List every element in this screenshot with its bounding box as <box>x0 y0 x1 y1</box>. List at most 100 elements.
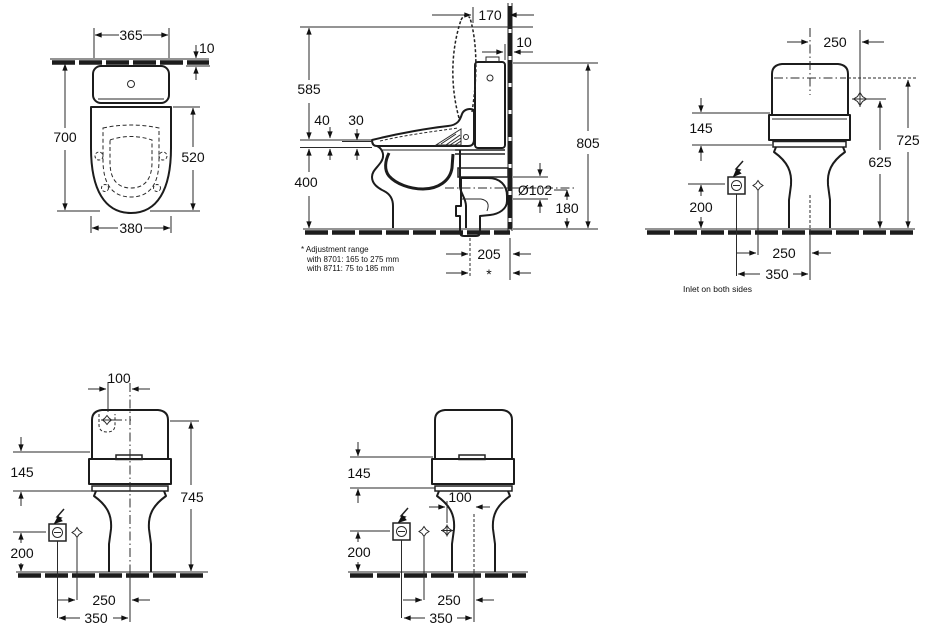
seat-band <box>768 114 851 141</box>
dim-700: 700 <box>53 63 100 212</box>
dim-label-200: 200 <box>10 545 34 561</box>
seat-inner-dashed <box>379 127 459 142</box>
dim-label-10: 10 <box>516 34 532 50</box>
dim-label-250: 250 <box>92 592 116 608</box>
dim-label-40: 40 <box>314 112 330 128</box>
dim-label-400: 400 <box>294 174 318 190</box>
nozzle-marker <box>441 524 453 537</box>
lightning-icon <box>397 507 409 524</box>
dim-250-top: 250 <box>787 30 884 92</box>
dim-label-380: 380 <box>119 220 143 236</box>
dim-label-100: 100 <box>107 370 131 386</box>
hinge-right <box>158 151 168 161</box>
bowl-inner <box>384 152 455 191</box>
dim-label-200: 200 <box>347 544 371 560</box>
dim-label-100: 100 <box>448 489 472 505</box>
dim-400: 400 <box>294 148 318 229</box>
footnote: * Adjustment range with 8701: 165 to 275… <box>301 245 399 273</box>
band-lower <box>772 140 847 148</box>
dim-label-145: 145 <box>10 464 34 480</box>
footnote-line2: with 8701: 165 to 275 mm <box>306 255 399 264</box>
water-marker <box>418 525 430 538</box>
dim-label-745: 745 <box>180 489 204 505</box>
inlet-marker <box>852 91 886 107</box>
pedestal-right <box>491 490 511 572</box>
band-tab <box>458 454 486 461</box>
dim-label-700: 700 <box>53 129 77 145</box>
band-lower <box>434 485 513 492</box>
dim-label-520: 520 <box>181 149 205 165</box>
dim-350: 350 <box>737 266 809 282</box>
lightning-icon <box>53 508 65 525</box>
footnote-line3: with 8711: 75 to 185 mm <box>306 264 394 273</box>
outlet-plate <box>457 167 509 178</box>
water-marker <box>71 526 83 539</box>
dim-350: 350 <box>403 610 473 626</box>
pedestal-left <box>436 490 456 572</box>
cistern-top-button <box>485 56 500 63</box>
pedestal-right <box>147 490 167 572</box>
power-socket-symbol <box>48 508 67 542</box>
seat-opening-dashed <box>109 136 153 189</box>
tank-outline <box>91 409 169 459</box>
dim-40-30: 40 30 <box>300 112 372 160</box>
dim-label-805: 805 <box>576 135 600 151</box>
band-tab <box>115 454 143 461</box>
dim-585: 585 <box>297 26 533 140</box>
dim-label-250-top: 250 <box>823 34 847 50</box>
nozzle-hatch <box>434 128 462 146</box>
power-socket-symbol <box>727 160 746 195</box>
dim-200: 200 <box>347 530 390 572</box>
dim-label-asterisk: * <box>486 266 492 282</box>
tank-outline <box>434 409 513 459</box>
hinge-left <box>94 151 104 161</box>
dim-250: 250 <box>57 592 150 608</box>
buffer-right <box>153 184 161 192</box>
view-front: 100 145 745 <box>10 370 208 626</box>
dim-100: 100 <box>88 370 150 412</box>
dim-145: 145 <box>10 437 92 506</box>
footnote-line1: * Adjustment range <box>301 245 369 254</box>
dim-label-200: 200 <box>689 199 713 215</box>
dim-180: 180 <box>555 189 579 229</box>
water-marker <box>752 179 764 192</box>
dim-170: 170 <box>432 7 534 23</box>
dim-805: 805 <box>513 62 600 230</box>
dim-label-350: 350 <box>765 266 789 282</box>
cistern-screw <box>486 74 494 82</box>
dim-label-30: 30 <box>348 112 364 128</box>
power-socket-symbol <box>392 507 411 541</box>
dim-365: 365 <box>93 27 170 58</box>
dim-250: 250 <box>403 592 494 608</box>
bowl-front-profile <box>371 145 394 228</box>
dim-520: 520 <box>150 106 205 212</box>
cistern-outline <box>92 65 170 104</box>
dim-label-585: 585 <box>297 81 321 97</box>
dim-label-725: 725 <box>896 132 920 148</box>
dim-label-180: 180 <box>555 200 579 216</box>
dim-label-170: 170 <box>478 7 502 23</box>
inlet-marker <box>101 414 131 426</box>
dim-350: 350 <box>58 610 129 626</box>
pedestal-right <box>826 146 846 228</box>
dim-label-10: 10 <box>199 40 215 56</box>
view-rear-inlet: 250 625 725 145 <box>645 28 920 294</box>
dim-625: 625 <box>868 100 892 229</box>
seat-hinge <box>463 134 469 140</box>
dim-label-250: 250 <box>772 245 796 261</box>
pedestal-left <box>93 490 113 572</box>
view-side: 170 10 585 40 30 <box>294 3 600 282</box>
dim-label-350: 350 <box>84 610 108 626</box>
dim-100: 100 <box>429 489 490 523</box>
dim-label-205: 205 <box>477 246 501 262</box>
dim-label-102: Ø102 <box>518 182 552 198</box>
dim-725: 725 <box>896 79 920 229</box>
dim-250-bottom: 250 <box>736 245 831 261</box>
dim-label-250: 250 <box>437 592 461 608</box>
bowl-outline <box>90 106 172 214</box>
dim-label-145: 145 <box>689 120 713 136</box>
dim-200: 200 <box>688 183 725 229</box>
dim-10-side: 10 <box>482 34 533 60</box>
